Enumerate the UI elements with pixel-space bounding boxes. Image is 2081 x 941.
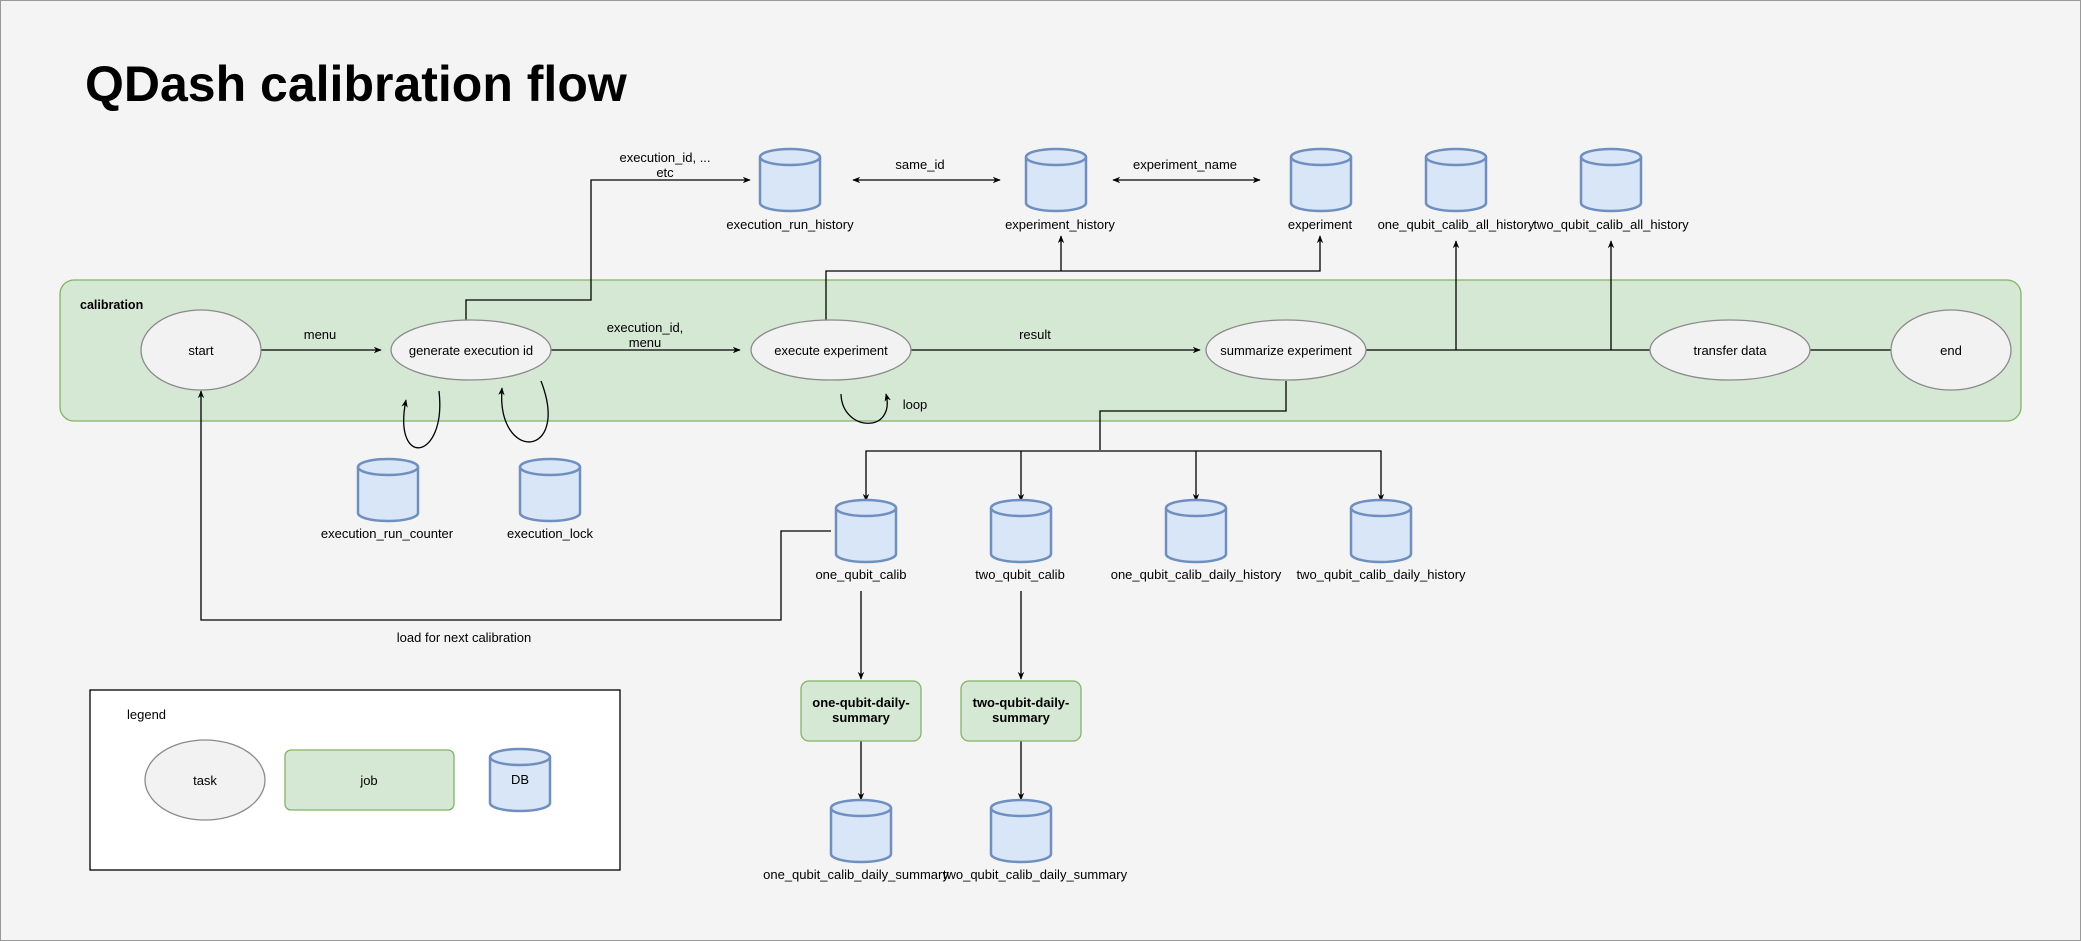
edge-lock-to-generate xyxy=(498,380,549,443)
job-one-qubit-daily-summary-line2: summary xyxy=(832,710,891,725)
db-execution-run-counter-label: execution_run_counter xyxy=(321,526,454,541)
task-end: end xyxy=(1890,309,2012,391)
edge-execute-to-experiment xyxy=(825,235,1324,320)
legend: legend task job DB xyxy=(89,689,621,871)
legend-task-label: task xyxy=(193,773,217,788)
label-same-id: same_id xyxy=(895,157,944,172)
db-one-qubit-calib-all-history: one_qubit_calib_all_history xyxy=(1378,147,1535,232)
db-execution-run-counter: execution_run_counter xyxy=(321,457,454,541)
db-experiment: experiment xyxy=(1288,147,1353,232)
task-start: start xyxy=(140,309,262,391)
edges xyxy=(197,176,1891,801)
legend-title: legend xyxy=(127,707,166,722)
db-one-qubit-calib-daily-history-label: one_qubit_calib_daily_history xyxy=(1111,567,1282,582)
edge-run-counter-to-generate xyxy=(401,390,441,449)
calibration-group-label: calibration xyxy=(80,298,143,312)
db-one-qubit-calib-daily-history: one_qubit_calib_daily_history xyxy=(1111,498,1282,582)
label-execution-id-menu-2: menu xyxy=(629,335,662,350)
label-loop: loop xyxy=(903,397,928,412)
diagram-title: QDash calibration flow xyxy=(85,56,627,112)
db-one-qubit-calib-daily-summary: one_qubit_calib_daily_summary xyxy=(763,798,949,882)
label-execution-id-menu-1: execution_id, xyxy=(607,320,684,335)
db-experiment-history-label: experiment_history xyxy=(1005,217,1115,232)
task-transfer-data: transfer data xyxy=(1649,319,1811,381)
db-two-qubit-calib-all-history-label: two_qubit_calib_all_history xyxy=(1533,217,1689,232)
job-two-qubit-daily-summary: two-qubit-daily- summary xyxy=(960,680,1082,742)
task-generate-label: generate execution id xyxy=(409,343,533,358)
task-end-label: end xyxy=(1940,343,1962,358)
db-execution-lock-label: execution_lock xyxy=(507,526,593,541)
edge-summarize-down xyxy=(1099,381,1287,450)
job-one-qubit-daily-summary: one-qubit-daily- summary xyxy=(800,680,922,742)
legend-job-label: job xyxy=(359,773,377,788)
edge-load-next-calibration xyxy=(197,390,831,621)
db-execution-lock: execution_lock xyxy=(507,457,593,541)
legend-task-shape xyxy=(144,739,266,821)
task-execute-experiment: execute experiment xyxy=(750,319,912,381)
db-two-qubit-calib-label: two_qubit_calib xyxy=(975,567,1065,582)
db-one-qubit-calib-daily-summary-label: one_qubit_calib_daily_summary xyxy=(763,867,949,882)
db-experiment-history: experiment_history xyxy=(1005,147,1115,232)
task-start-label: start xyxy=(188,343,214,358)
job-two-qubit-daily-summary-line1: two-qubit-daily- xyxy=(973,695,1070,710)
job-two-qubit-daily-summary-line2: summary xyxy=(992,710,1051,725)
task-transfer-label: transfer data xyxy=(1694,343,1768,358)
db-two-qubit-calib-daily-history-label: two_qubit_calib_daily_history xyxy=(1296,567,1466,582)
legend-job-shape xyxy=(284,749,455,811)
label-experiment-name: experiment_name xyxy=(1133,157,1237,172)
edge-execute-loop xyxy=(840,393,891,424)
task-summarize-experiment: summarize experiment xyxy=(1205,319,1367,381)
db-one-qubit-calib-all-history-label: one_qubit_calib_all_history xyxy=(1378,217,1535,232)
task-summarize-label: summarize experiment xyxy=(1220,343,1352,358)
edge-summarize-branch xyxy=(862,450,1385,502)
task-execute-label: execute experiment xyxy=(774,343,888,358)
db-two-qubit-calib-daily-summary: two_qubit_calib_daily_summary xyxy=(943,798,1128,882)
label-execution-id-etc-1: execution_id, ... xyxy=(619,150,710,165)
label-menu: menu xyxy=(304,327,337,342)
task-generate-execution-id: generate execution id xyxy=(390,319,552,381)
db-experiment-label: experiment xyxy=(1288,217,1353,232)
label-result: result xyxy=(1019,327,1051,342)
db-two-qubit-calib-all-history: two_qubit_calib_all_history xyxy=(1533,147,1689,232)
edge-generate-to-run-history xyxy=(465,176,751,320)
db-execution-run-history-label: execution_run_history xyxy=(726,217,854,232)
label-execution-id-etc-2: etc xyxy=(656,165,674,180)
label-load-next-calibration: load for next calibration xyxy=(397,630,531,645)
db-two-qubit-calib-daily-summary-label: two_qubit_calib_daily_summary xyxy=(943,867,1128,882)
db-two-qubit-calib: two_qubit_calib xyxy=(975,498,1065,582)
legend-db-label: DB xyxy=(511,772,529,787)
db-execution-run-history: execution_run_history xyxy=(726,147,854,232)
db-two-qubit-calib-daily-history: two_qubit_calib_daily_history xyxy=(1296,498,1466,582)
db-one-qubit-calib: one_qubit_calib xyxy=(815,498,907,582)
job-one-qubit-daily-summary-line1: one-qubit-daily- xyxy=(812,695,910,710)
db-one-qubit-calib-label: one_qubit_calib xyxy=(815,567,906,582)
